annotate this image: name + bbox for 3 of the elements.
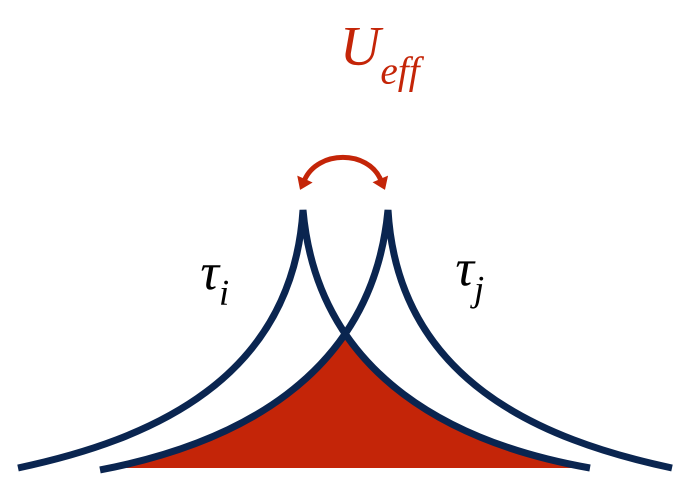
math-label: U$_{eff}$ xyxy=(345,28,424,92)
math-label: τ$_{j}$ xyxy=(456,261,484,309)
math-label: τ$_{i}$ xyxy=(202,265,228,305)
